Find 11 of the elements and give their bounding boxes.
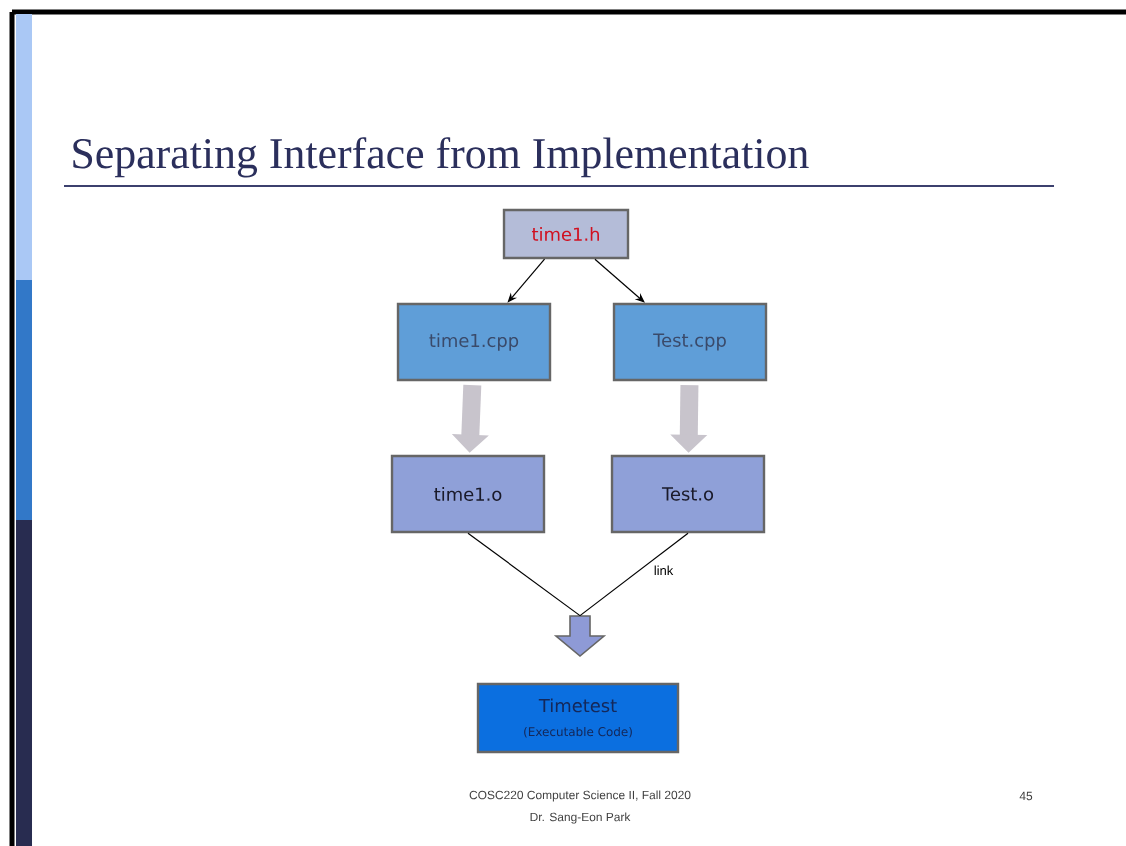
arrow bbox=[594, 258, 645, 303]
process-box: Test.o bbox=[610, 454, 766, 534]
process-box: time1.cpp bbox=[396, 302, 552, 382]
connector-line bbox=[467, 532, 581, 617]
process-box: Test.cpp bbox=[612, 302, 768, 382]
process-box: time1.h bbox=[502, 208, 630, 260]
block-arrow bbox=[553, 615, 607, 658]
connector-line bbox=[579, 532, 689, 617]
arrow bbox=[507, 258, 546, 303]
diagram-title: Separating Interface from Implementation bbox=[73, 137, 809, 178]
process-box: time1.o bbox=[390, 454, 546, 534]
